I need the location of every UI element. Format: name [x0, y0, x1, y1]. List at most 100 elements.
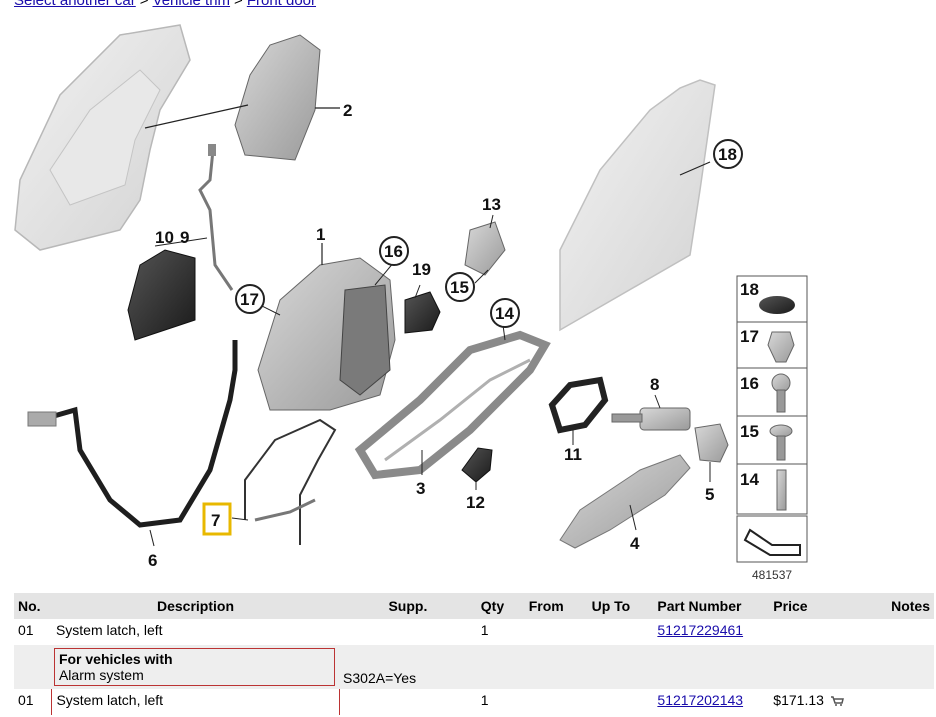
- cell-no: 01: [18, 692, 34, 708]
- callout-14-circle: [490, 298, 520, 328]
- cell-description: System latch, left: [55, 622, 163, 638]
- callout-11[interactable]: 11: [564, 445, 582, 464]
- callout-16[interactable]: 16: [384, 242, 403, 261]
- callout-12[interactable]: 12: [466, 493, 485, 512]
- breadcrumb-separator: >: [139, 0, 149, 9]
- cell-supp-condition: S302A=Yes: [339, 645, 477, 689]
- cell-note-empty: [587, 645, 654, 689]
- cart-icon[interactable]: [830, 696, 844, 707]
- header-price[interactable]: Price: [769, 593, 888, 619]
- breadcrumb: Select another car>Vehicle trim>Front do…: [14, 0, 316, 9]
- callout-5[interactable]: 5: [705, 485, 714, 504]
- cell-supp: [339, 619, 477, 645]
- table-row[interactable]: 01 System latch, left 1 51217202143 $171…: [14, 689, 934, 715]
- cell-no: 01: [18, 622, 34, 638]
- table-note-row: For vehicles with Alarm system S302A=Yes: [14, 645, 934, 689]
- header-up-to[interactable]: Up To: [587, 593, 654, 619]
- direction-arrow-icon: [743, 528, 801, 556]
- cell-price: $171.13: [769, 689, 887, 715]
- legend-label-14: 14: [740, 470, 759, 489]
- callout-6[interactable]: 6: [148, 551, 157, 570]
- cell-note-empty: [476, 645, 525, 689]
- parts-table-header: No. Description Supp. Qty From Up To Par…: [14, 593, 934, 619]
- legend-label-15: 15: [740, 422, 759, 441]
- bolt-head-icon: [769, 424, 793, 438]
- cell-up-to: [588, 619, 654, 645]
- cell-qty: 1: [480, 622, 489, 638]
- cell-part-number: 51217202143: [653, 689, 769, 715]
- breadcrumb-vehicle-trim[interactable]: Vehicle trim: [152, 0, 231, 9]
- callout-14[interactable]: 14: [495, 304, 514, 323]
- part-11-gasket: [548, 376, 609, 434]
- price-value: $171.13: [773, 692, 824, 708]
- callout-17-circle: [235, 284, 265, 314]
- pin-icon: [776, 469, 787, 511]
- part-10-bracket: [127, 249, 196, 341]
- callout-16-circle: [379, 236, 409, 266]
- part-7-cable: [244, 418, 337, 545]
- callout-18[interactable]: 18: [718, 145, 737, 164]
- screw-thread-icon: [776, 389, 786, 413]
- part-12-cover: [461, 447, 493, 483]
- legend-cell-14: [736, 463, 808, 515]
- part-6-cable: [27, 340, 238, 528]
- callout-15[interactable]: 15: [450, 278, 469, 297]
- header-description[interactable]: Description: [51, 593, 340, 619]
- callout-17[interactable]: 17: [240, 290, 259, 309]
- callout-7[interactable]: 7: [211, 511, 220, 530]
- part-number-link[interactable]: 51217202143: [657, 692, 744, 708]
- callout-13[interactable]: 13: [482, 195, 501, 214]
- callout-9[interactable]: 9: [180, 228, 189, 247]
- cell-supp: [339, 689, 477, 715]
- cell-note: For vehicles with Alarm system: [51, 645, 340, 689]
- cell-description: System latch, left: [51, 689, 340, 715]
- bolt-thread-icon: [776, 435, 786, 461]
- cell-price: [769, 619, 887, 645]
- header-part-number[interactable]: Part Number: [653, 593, 770, 619]
- cell-notes: [887, 689, 934, 715]
- diagram-callouts: 1 2 3 4 5 6 7 8 9 10 11 12 13 14 15 16 1…: [148, 101, 743, 570]
- header-from[interactable]: From: [524, 593, 588, 619]
- cell-up-to: [588, 689, 654, 715]
- legend-label-17: 17: [740, 327, 759, 346]
- part-2-latch-housing: [144, 34, 340, 161]
- callout-10[interactable]: 10: [155, 228, 174, 247]
- breadcrumb-front-door[interactable]: Front door: [246, 0, 317, 9]
- legend-label-16: 16: [740, 374, 759, 393]
- note-body: Alarm system: [58, 667, 144, 683]
- diagram-reference-id: 481537: [752, 568, 792, 582]
- table-row[interactable]: 01 System latch, left 1 51217229461: [14, 619, 934, 645]
- callout-4[interactable]: 4: [630, 534, 640, 553]
- callout-15-circle: [445, 272, 475, 302]
- cell-part-number: 51217229461: [653, 619, 769, 645]
- part-9-rod: [198, 144, 234, 291]
- breadcrumb-select-car[interactable]: Select another car: [14, 0, 136, 9]
- note-title: For vehicles with: [58, 651, 173, 667]
- callout-19[interactable]: 19: [412, 260, 431, 279]
- grommet-icon: [759, 296, 795, 314]
- callout-18-circle: [713, 139, 743, 169]
- header-notes[interactable]: Notes: [887, 593, 934, 619]
- cell-from: [525, 619, 588, 645]
- note-box: For vehicles with Alarm system: [53, 648, 336, 686]
- header-no[interactable]: No.: [14, 593, 52, 619]
- parts-diagram: 1 2 3 4 5 6 7 8 9 10 11 12 13 14 15 16 1…: [14, 24, 808, 582]
- part-3-handle-carrier: [354, 330, 551, 480]
- part-18-door-shell-right: [559, 79, 716, 332]
- part-5-cap: [694, 423, 729, 463]
- cell-from: [525, 689, 588, 715]
- part-8-lock-cylinder: [611, 407, 691, 431]
- part-13-hinge-bracket: [464, 221, 506, 276]
- callout-1[interactable]: 1: [316, 225, 325, 244]
- header-qty[interactable]: Qty: [476, 593, 525, 619]
- callout-7-highlight: [202, 502, 232, 536]
- part-number-link[interactable]: 51217229461: [657, 622, 744, 638]
- header-supp[interactable]: Supp.: [339, 593, 477, 619]
- callout-3[interactable]: 3: [416, 479, 425, 498]
- legend-cell-15: [736, 415, 808, 465]
- screw-head-icon: [771, 373, 791, 393]
- part-19-clip: [404, 291, 441, 334]
- callout-8[interactable]: 8: [650, 375, 659, 394]
- cell-notes: [887, 619, 934, 645]
- callout-2[interactable]: 2: [343, 101, 352, 120]
